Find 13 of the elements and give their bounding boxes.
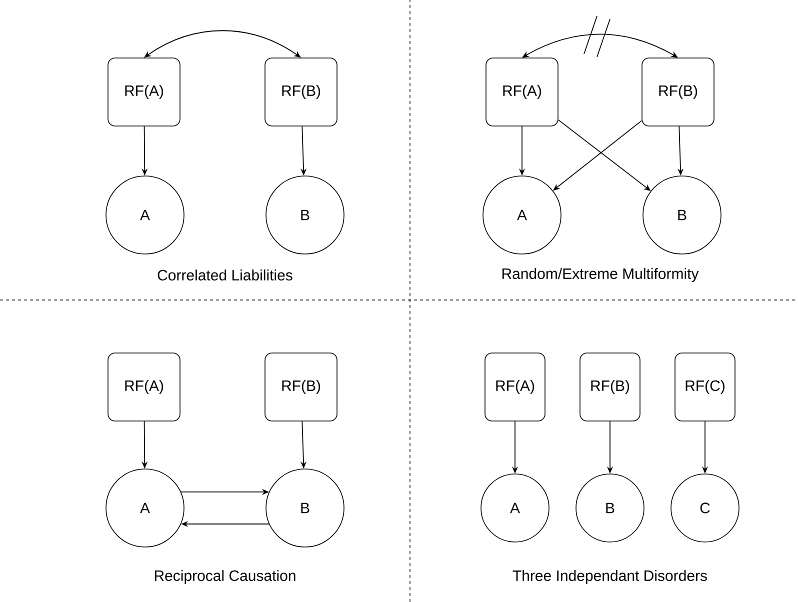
- factor-box: RF(A): [108, 58, 180, 126]
- factor-box: RF(C): [674, 352, 736, 422]
- factor-box: RF(A): [108, 352, 180, 422]
- panel-caption: Correlated Liabilities: [158, 269, 292, 280]
- panel-caption: Random/Extreme Multiformity: [502, 268, 699, 282]
- factor-box: RF(B): [264, 352, 338, 422]
- panel-caption: Reciprocal Causation: [154, 570, 296, 584]
- factor-box: RF(B): [580, 352, 640, 422]
- factor-box: RF(A): [486, 58, 558, 126]
- factor-box: RF(A): [484, 352, 546, 422]
- factor-box: RF(B): [642, 58, 714, 126]
- factor-box: RF(B): [264, 58, 338, 126]
- panel-caption: Three Independant Disorders: [512, 570, 707, 584]
